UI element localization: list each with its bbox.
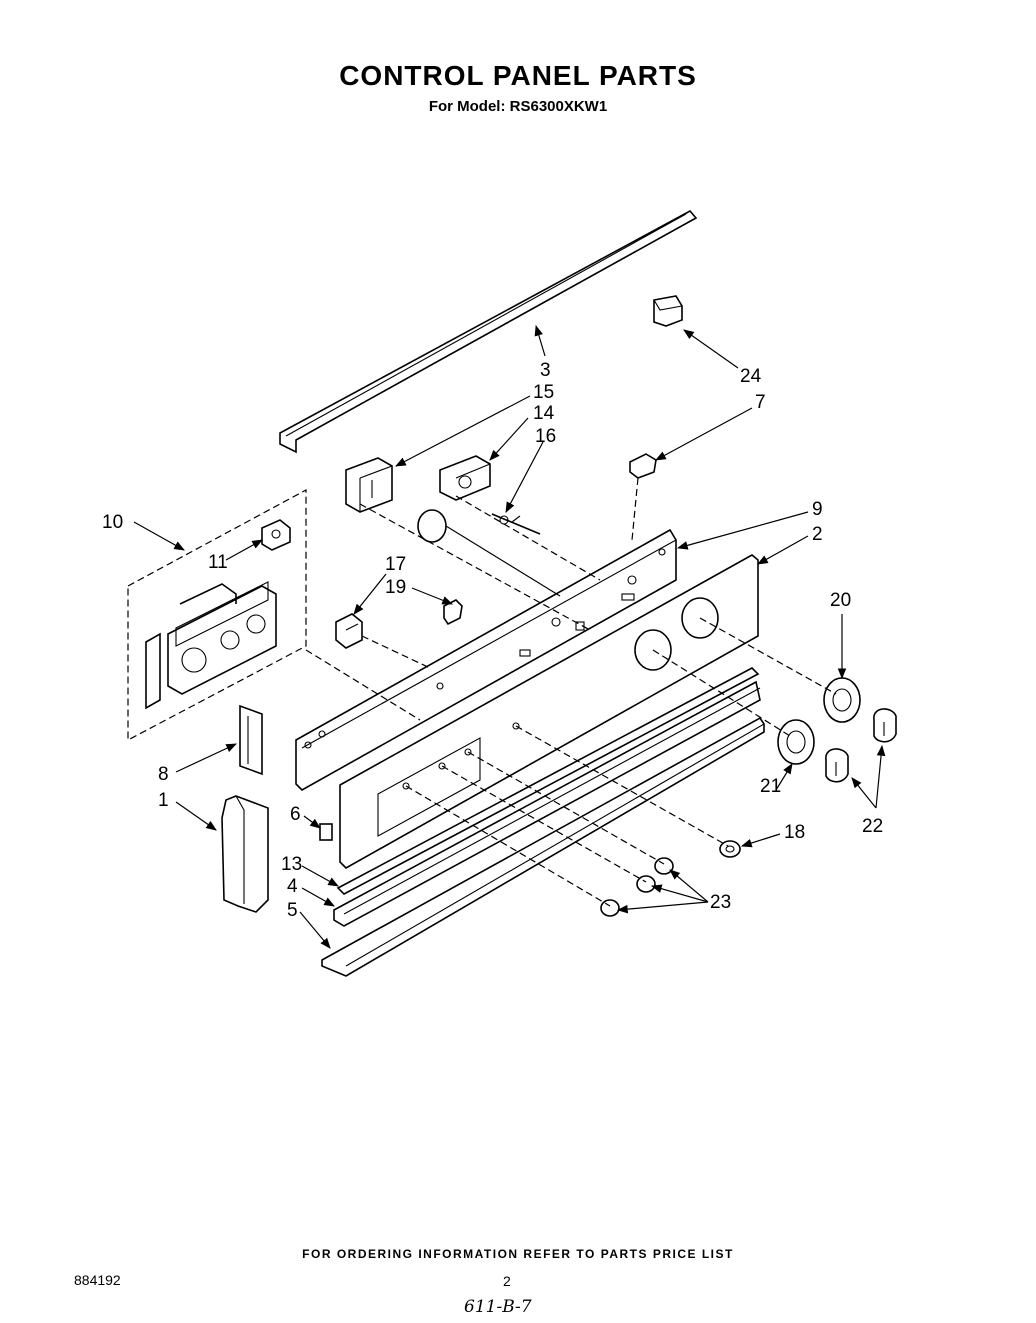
callout-16: 16 — [535, 426, 556, 447]
part-24-insert — [653, 295, 683, 327]
part-7-cap — [629, 453, 657, 479]
part-13-strip — [336, 667, 760, 895]
callout-numbers: 3 15 14 16 24 7 9 2 10 11 17 19 20 8 1 6… — [102, 360, 883, 921]
part-9-control-panel — [295, 528, 677, 791]
document-number: 884192 — [74, 1272, 121, 1288]
part-3-top-trim — [279, 209, 698, 454]
callout-19: 19 — [385, 577, 406, 598]
part-21-bezel — [777, 719, 815, 765]
part-15-switch — [345, 457, 393, 513]
callout-8: 8 — [158, 764, 169, 785]
part-18-grommet — [719, 840, 741, 858]
part-4-strip — [333, 680, 761, 927]
part-2-front-panel — [339, 554, 759, 869]
callout-14: 14 — [533, 403, 555, 424]
callout-18: 18 — [784, 822, 805, 843]
part-14-switch — [439, 455, 491, 501]
part-5-strip — [321, 716, 765, 977]
ring-part — [417, 509, 561, 597]
callout-7: 7 — [755, 392, 766, 413]
assembly-lines — [305, 477, 837, 907]
model-subtitle: For Model: RS6300XKW1 — [428, 98, 608, 115]
callout-21: 21 — [760, 776, 781, 797]
part-10-clock-assembly — [127, 488, 307, 741]
callout-23: 23 — [710, 892, 731, 913]
callout-2: 2 — [812, 524, 823, 545]
callout-3: 3 — [540, 360, 551, 381]
ordering-note: FOR ORDERING INFORMATION REFER TO PARTS … — [302, 1247, 734, 1261]
callout-10: 10 — [102, 512, 123, 533]
page-number: 2 — [503, 1273, 511, 1289]
part-8-bracket — [239, 704, 263, 776]
part-22-knobs — [825, 708, 897, 783]
part-1-end-cap — [221, 795, 269, 913]
callout-1: 1 — [158, 790, 169, 811]
callout-4: 4 — [287, 876, 298, 897]
leader-lines — [133, 324, 886, 949]
callout-6: 6 — [290, 804, 301, 825]
callout-5: 5 — [287, 900, 298, 921]
callout-20: 20 — [830, 590, 851, 611]
callout-15: 15 — [533, 382, 554, 403]
callout-24: 24 — [740, 366, 762, 387]
callout-13: 13 — [281, 854, 302, 875]
part-17-clip — [335, 613, 363, 649]
callout-9: 9 — [812, 499, 823, 520]
callout-17: 17 — [385, 554, 406, 575]
callout-22: 22 — [862, 816, 883, 837]
callout-11: 11 — [208, 552, 228, 573]
handwritten-note: 611-B-7 — [464, 1297, 532, 1317]
part-6-spacer — [319, 823, 333, 841]
page-title: CONTROL PANEL PARTS — [339, 60, 697, 91]
part-19-clip — [443, 599, 463, 626]
